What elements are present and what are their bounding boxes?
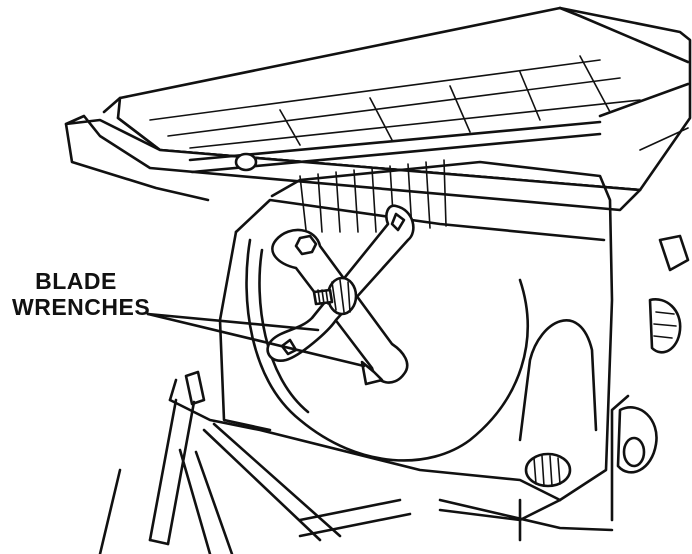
callout-label-line-2: WRENCHES: [12, 294, 151, 320]
saw-stand-legs: [98, 370, 412, 554]
saw-table-top: [64, 6, 692, 212]
callout-leaders: [146, 312, 366, 368]
blade-wrenches: [266, 204, 415, 386]
saw-housing: [168, 160, 614, 542]
adjustment-knobs: [524, 234, 690, 522]
arbor-nut: [312, 276, 358, 316]
callout-label-line-1: BLADE: [35, 268, 117, 294]
